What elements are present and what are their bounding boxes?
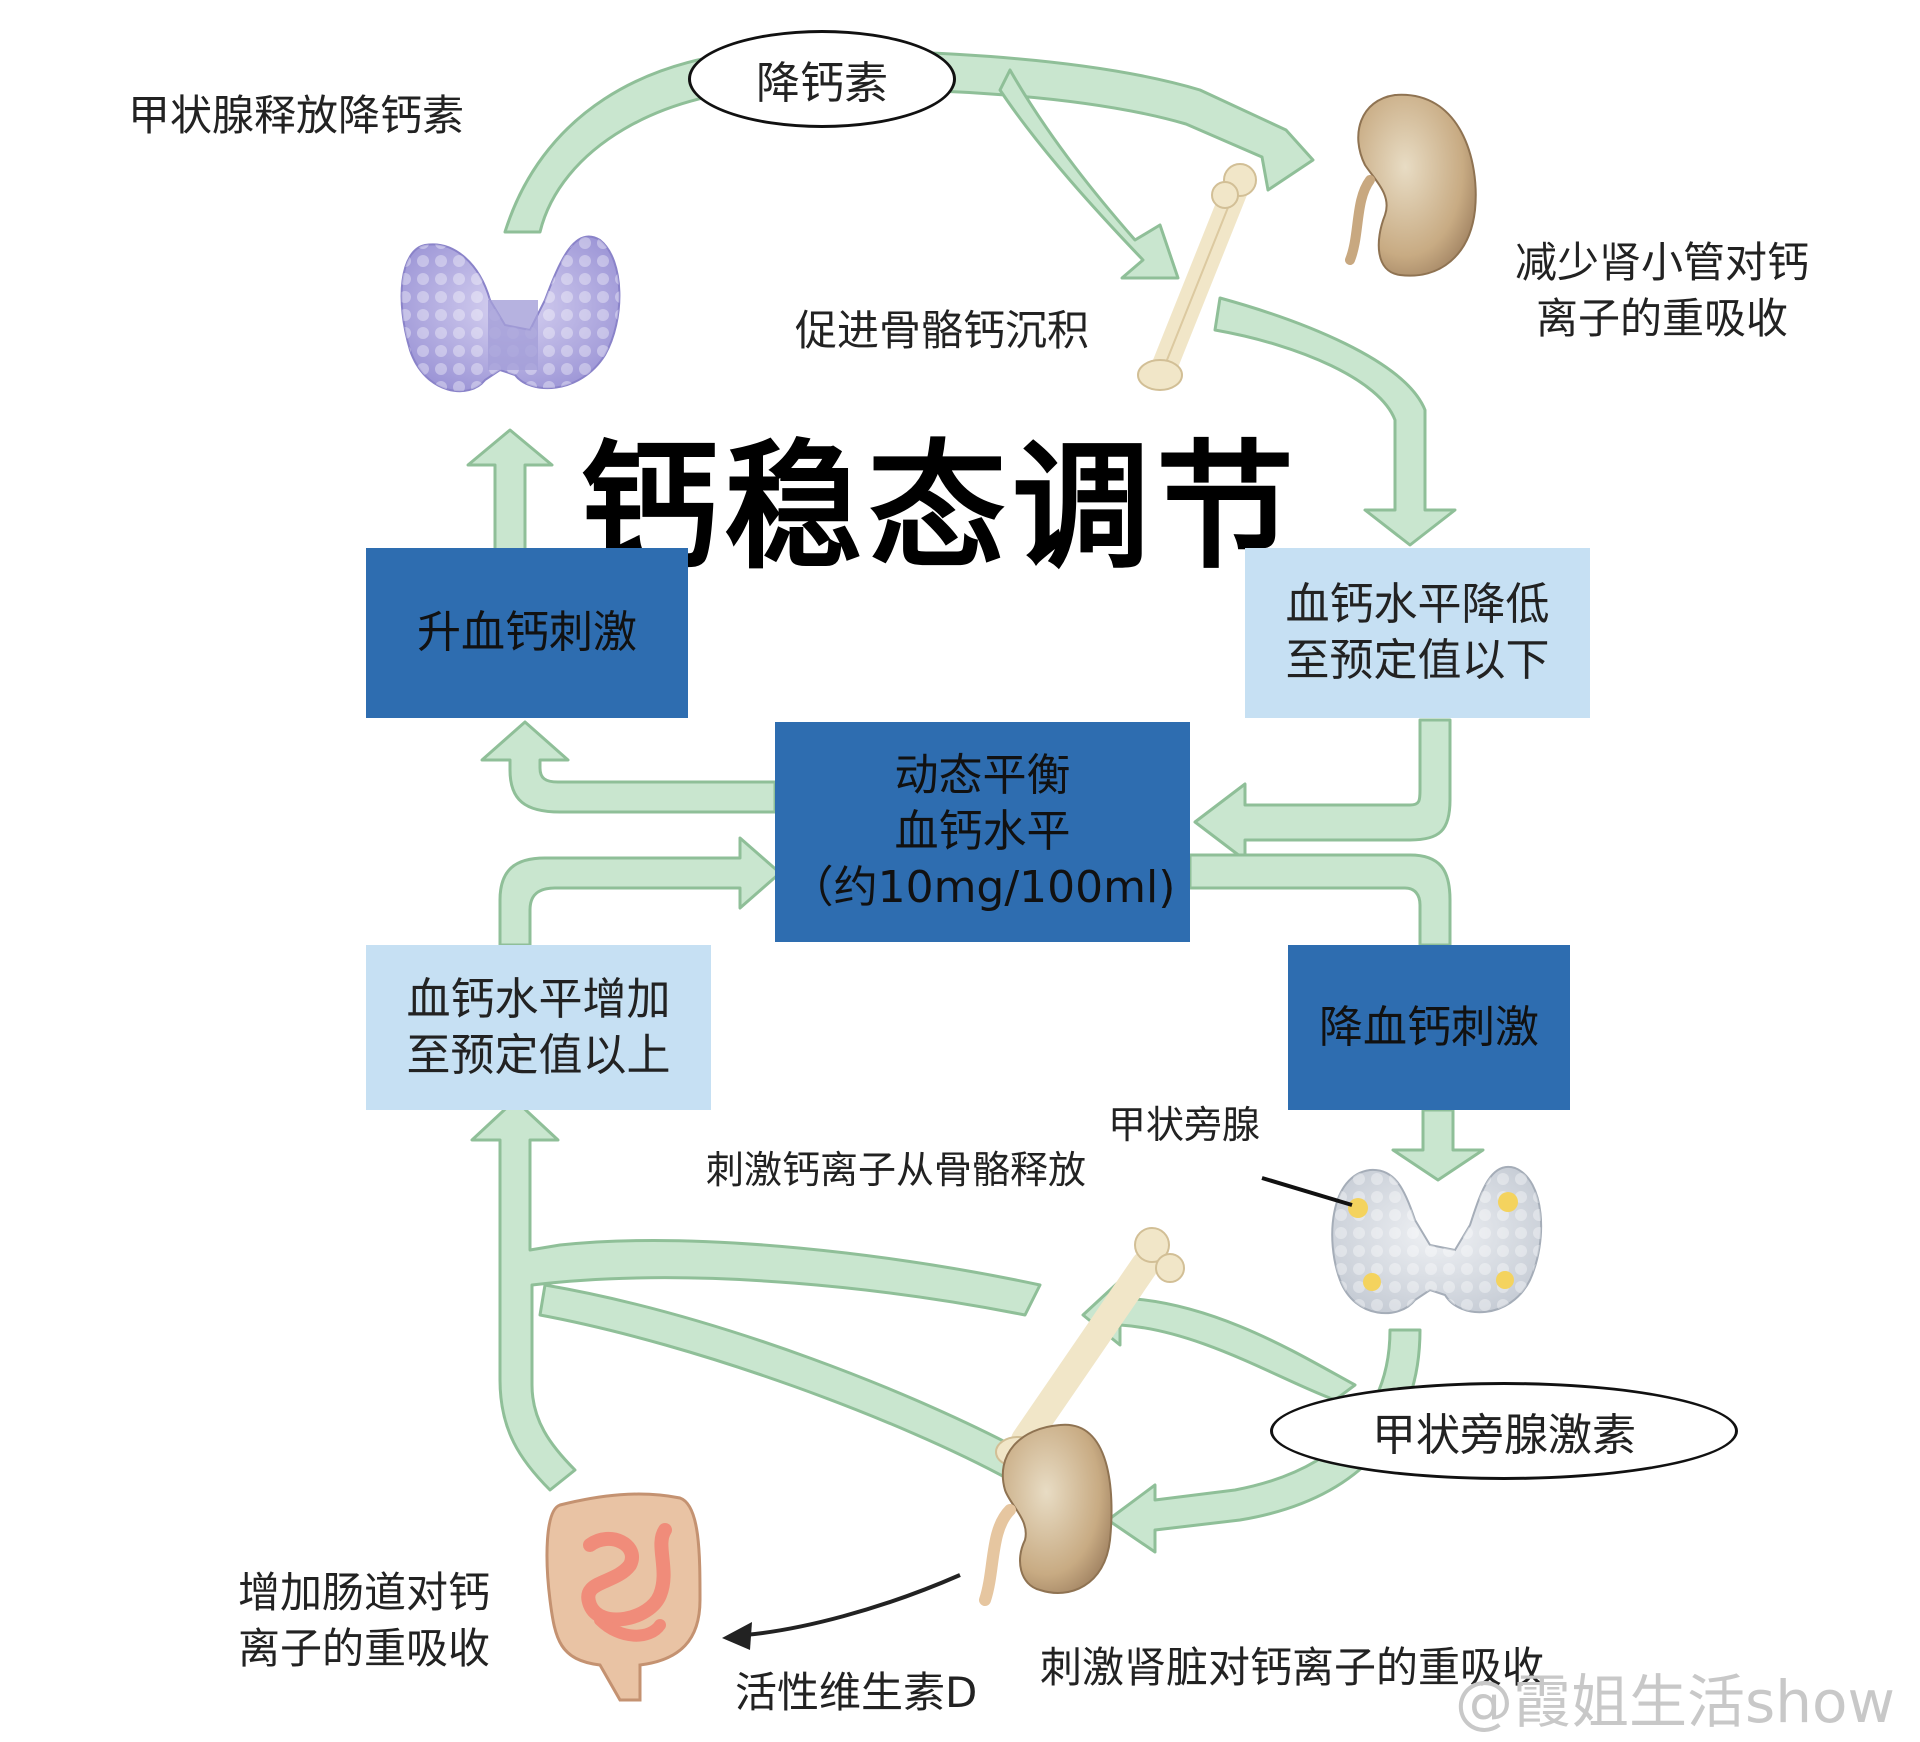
- pth-oval: 甲状旁腺激素: [1270, 1382, 1738, 1480]
- intestine-label: 增加肠道对钙 离子的重吸收: [238, 1565, 490, 1677]
- parathyroid-illustration: [1261, 1165, 1543, 1314]
- arrow-to-bone-top: [998, 68, 1180, 280]
- kidney-reduce-line1: 减少肾小管对钙: [1515, 238, 1810, 287]
- arrow-rise-to-center: [498, 836, 782, 947]
- calcitonin-oval: 降钙素: [688, 30, 956, 128]
- kidney-stimulate-label: 刺激肾脏对钙离子的重吸收: [1040, 1643, 1545, 1692]
- arrow-kidney-to-drop-box: [1213, 296, 1457, 547]
- diagram-title: 钙稳态调节: [580, 427, 1301, 588]
- bone-illustration-bottom: [995, 1227, 1185, 1468]
- vitamin-d-label: 活性维生素D: [735, 1668, 978, 1717]
- calcium-drop-box: 血钙水平降低 至预定值以下: [1245, 548, 1590, 718]
- vitamin-d-arrow: [722, 1573, 961, 1650]
- equilibrium-center-box: 动态平衡 血钙水平 （约10mg/100ml): [775, 722, 1190, 942]
- bone-release-label: 刺激钙离子从骨骼释放: [706, 1148, 1087, 1192]
- thyroid-illustration: [400, 235, 621, 393]
- parathyroid-label: 甲状旁腺: [1108, 1103, 1261, 1147]
- lower-stimulus-box: 降血钙刺激: [1288, 945, 1570, 1110]
- bone-deposit-label: 促进骨骼钙沉积: [795, 306, 1090, 355]
- arrow-kidney-to-left: [538, 1283, 1032, 1482]
- kidney-illustration-bottom: [979, 1423, 1113, 1606]
- raise-stimulus-box: 升血钙刺激: [366, 548, 688, 718]
- kidney-reduce-label: 减少肾小管对钙 离子的重吸收: [1515, 235, 1809, 347]
- calcitonin-label: 降钙素: [756, 58, 888, 109]
- watermark-text: @霞姐生活show: [1455, 1668, 1895, 1736]
- arrow-center-to-raise-box: [480, 720, 777, 814]
- calcium-rise-line2: 至预定值以上: [406, 1029, 671, 1081]
- bone-illustration-top: [1137, 163, 1257, 391]
- arrow-bottom-loop-left: [470, 1098, 1042, 1492]
- intestine-illustration: [545, 1492, 702, 1702]
- kidney-illustration-top: [1345, 93, 1477, 277]
- intestine-line1: 增加肠道对钙: [238, 1568, 491, 1617]
- arrow-raise-to-thyroid: [466, 428, 554, 552]
- arrow-drop-to-center: [1193, 718, 1452, 862]
- calcium-rise-line1: 血钙水平增加: [406, 973, 671, 1025]
- raise-stimulus-label: 升血钙刺激: [417, 607, 637, 658]
- lower-stimulus-label: 降血钙刺激: [1319, 1001, 1539, 1053]
- intestine-line2: 离子的重吸收: [238, 1624, 491, 1673]
- pth-label: 甲状旁腺激素: [1372, 1410, 1636, 1461]
- calcium-rise-box: 血钙水平增加 至预定值以上: [366, 945, 711, 1110]
- calcium-drop-line2: 至预定值以下: [1285, 635, 1550, 686]
- arrow-bone-release-path: [1081, 1276, 1357, 1402]
- center-line3: （约10mg/100ml): [789, 862, 1176, 913]
- center-line1: 动态平衡: [894, 750, 1071, 801]
- arrow-center-to-lower-box: [1188, 853, 1452, 947]
- center-line2: 血钙水平: [894, 806, 1071, 857]
- arrow-layer: [466, 48, 1485, 1554]
- calcium-drop-line1: 血钙水平降低: [1285, 579, 1550, 630]
- kidney-reduce-line2: 离子的重吸收: [1536, 294, 1789, 343]
- thyroid-release-label: 甲状腺释放降钙素: [128, 91, 465, 140]
- arrow-lower-box-to-parathyroid: [1391, 1108, 1485, 1182]
